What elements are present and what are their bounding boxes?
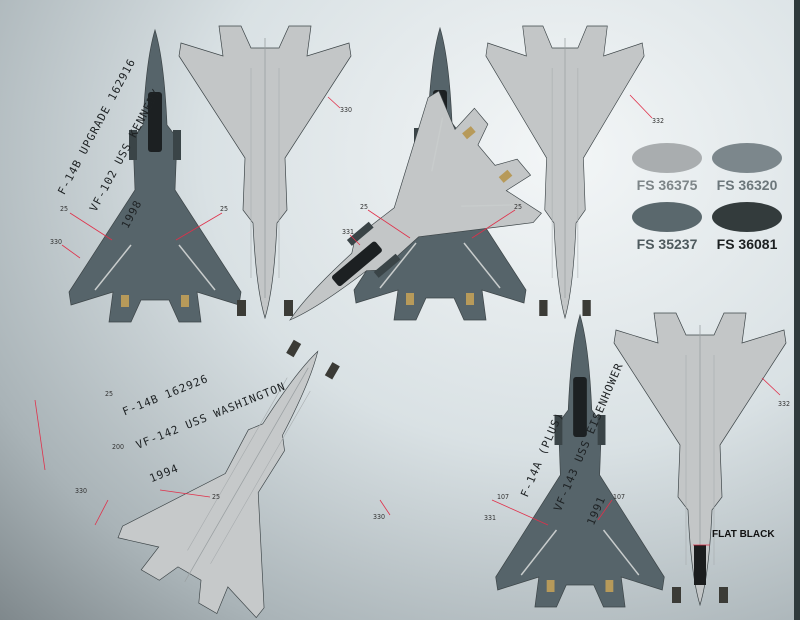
callout-label: 332 (778, 400, 791, 408)
f14-underside-eisenhower (613, 312, 787, 606)
callout-lines (34, 94, 781, 546)
color-oval (712, 202, 782, 232)
callout-label: 107 (497, 493, 510, 501)
callout-label: 330 (340, 106, 353, 114)
callout-label: 200 (112, 443, 125, 451)
callout-label: 25 (212, 493, 221, 501)
swatch-label: FS 35237 (636, 236, 698, 252)
callout-label: 332 (652, 117, 665, 125)
callout-label: 330 (75, 487, 88, 495)
swatch-fs36375: FS 36375 (622, 143, 712, 193)
sheet-edge (794, 0, 800, 620)
swatch-fs35237: FS 35237 (622, 202, 712, 252)
color-oval (712, 143, 782, 173)
callout-label: 330 (373, 513, 386, 521)
callout-label: 25 (360, 203, 369, 211)
swatch-label: FS 36375 (636, 177, 698, 193)
caption-line: VF-102 USS KENNEDY (87, 86, 163, 214)
callout-label: 330 (50, 238, 63, 246)
caption-line: VF-143 USS EISENHOWER (551, 360, 626, 514)
swatch-fs36320: FS 36320 (702, 143, 792, 193)
callout-label: 25 (105, 390, 114, 398)
color-oval (632, 202, 702, 232)
swatch-fs36081: FS 36081 (702, 202, 792, 252)
swatch-label: FS 36081 (716, 236, 778, 252)
swatch-label: FS 36320 (716, 177, 778, 193)
callout-label: 25 (514, 203, 523, 211)
callout-label: 25 (60, 205, 69, 213)
flat-black-label: FLAT BLACK (712, 529, 775, 540)
color-oval (632, 143, 702, 173)
callout-label: 107 (613, 493, 626, 501)
callout-label: 25 (220, 205, 229, 213)
callout-label: 331 (484, 514, 497, 522)
callout-label: 331 (342, 228, 355, 236)
